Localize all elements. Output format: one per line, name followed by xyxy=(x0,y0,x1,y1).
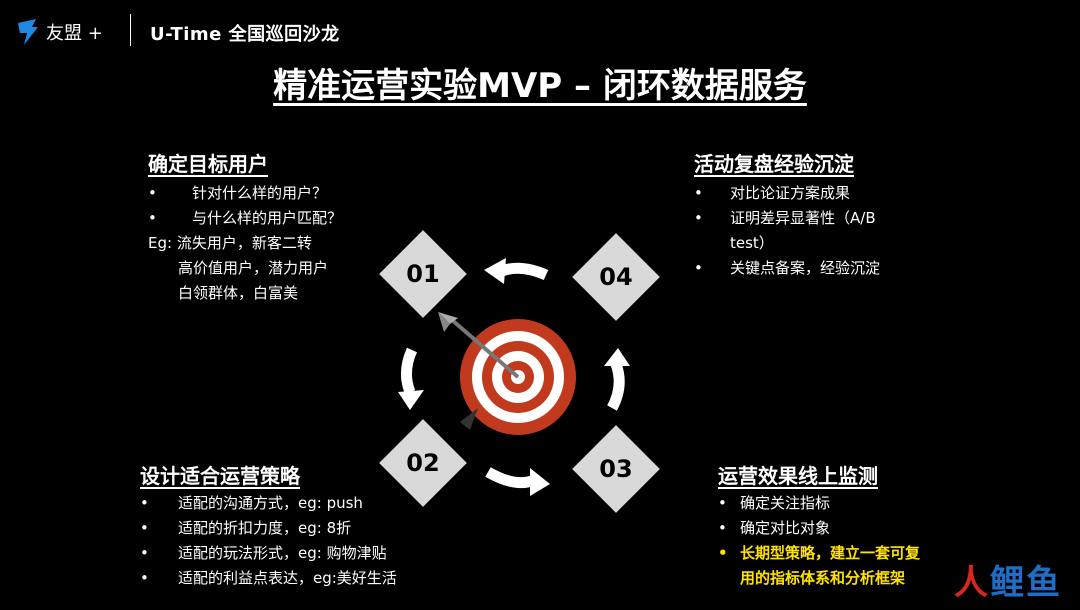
example-line: 白领群体，白富美 xyxy=(178,284,299,302)
umeng-logo-icon xyxy=(18,19,38,45)
example-line: 高价值用户，潜力用户 xyxy=(178,259,329,277)
list-item: 适配的玩法形式，eg: 购物津贴 xyxy=(140,541,460,566)
event-name: U-Time 全国巡回沙龙 xyxy=(150,24,340,45)
step-04-title: 活动复盘经验沉淀 xyxy=(694,152,854,176)
brand-name: 友盟 + xyxy=(46,23,103,44)
list-item: 证明差异显著性（A/B xyxy=(694,206,954,231)
step-04-block: 活动复盘经验沉淀 对比论证方案成果 证明差异显著性（A/B test） 关键点备… xyxy=(694,148,954,281)
list-item: 适配的折扣力度，eg: 8折 xyxy=(140,516,460,541)
step-03-number: 03 xyxy=(599,455,633,483)
highlight-line: 用的指标体系和分析框架 xyxy=(740,569,906,587)
step-03-block: 运营效果线上监测 确定关注指标 确定对比对象 长期型策略，建立一套可复 用的指标… xyxy=(718,460,978,591)
step-03-title: 运营效果线上监测 xyxy=(718,464,878,488)
list-item: 适配的利益点表达，eg:美好生活 xyxy=(140,566,460,591)
step-01-number: 01 xyxy=(406,260,440,288)
watermark: 人鲤鱼 xyxy=(954,555,1062,604)
target-icon xyxy=(438,312,576,435)
list-item: 针对什么样的用户？ xyxy=(148,181,408,206)
example-line: Eg: 流失用户，新客二转 xyxy=(148,234,312,252)
page-title: 精准运营实验MVP – 闭环数据服务 xyxy=(273,66,807,106)
watermark-char: 人 xyxy=(954,563,990,603)
step-04-number: 04 xyxy=(599,263,633,291)
watermark-char: 鱼 xyxy=(1026,563,1062,603)
header-divider xyxy=(130,14,131,46)
list-item: 确定关注指标 xyxy=(718,491,978,516)
cycle-arrow-icon xyxy=(398,258,630,496)
brand: 友盟 + xyxy=(14,14,103,50)
step-02-block: 设计适合运营策略 适配的沟通方式，eg: push 适配的折扣力度，eg: 8折… xyxy=(140,460,460,591)
list-item: 与什么样的用户匹配？ xyxy=(148,206,408,231)
step-02-number: 02 xyxy=(406,449,440,477)
step-02-title: 设计适合运营策略 xyxy=(140,464,300,488)
list-item: 关键点备案，经验沉淀 xyxy=(694,256,954,281)
list-item: 确定对比对象 xyxy=(718,516,978,541)
list-item: 对比论证方案成果 xyxy=(694,181,954,206)
list-item-continuation: test） xyxy=(730,234,774,252)
step-01-block: 确定目标用户 针对什么样的用户？ 与什么样的用户匹配？ Eg: 流失用户，新客二… xyxy=(148,148,408,306)
list-item: 适配的沟通方式，eg: push xyxy=(140,491,460,516)
step-01-title: 确定目标用户 xyxy=(148,152,268,176)
watermark-char: 鲤 xyxy=(990,563,1026,603)
highlight-item: 长期型策略，建立一套可复 xyxy=(718,541,978,566)
